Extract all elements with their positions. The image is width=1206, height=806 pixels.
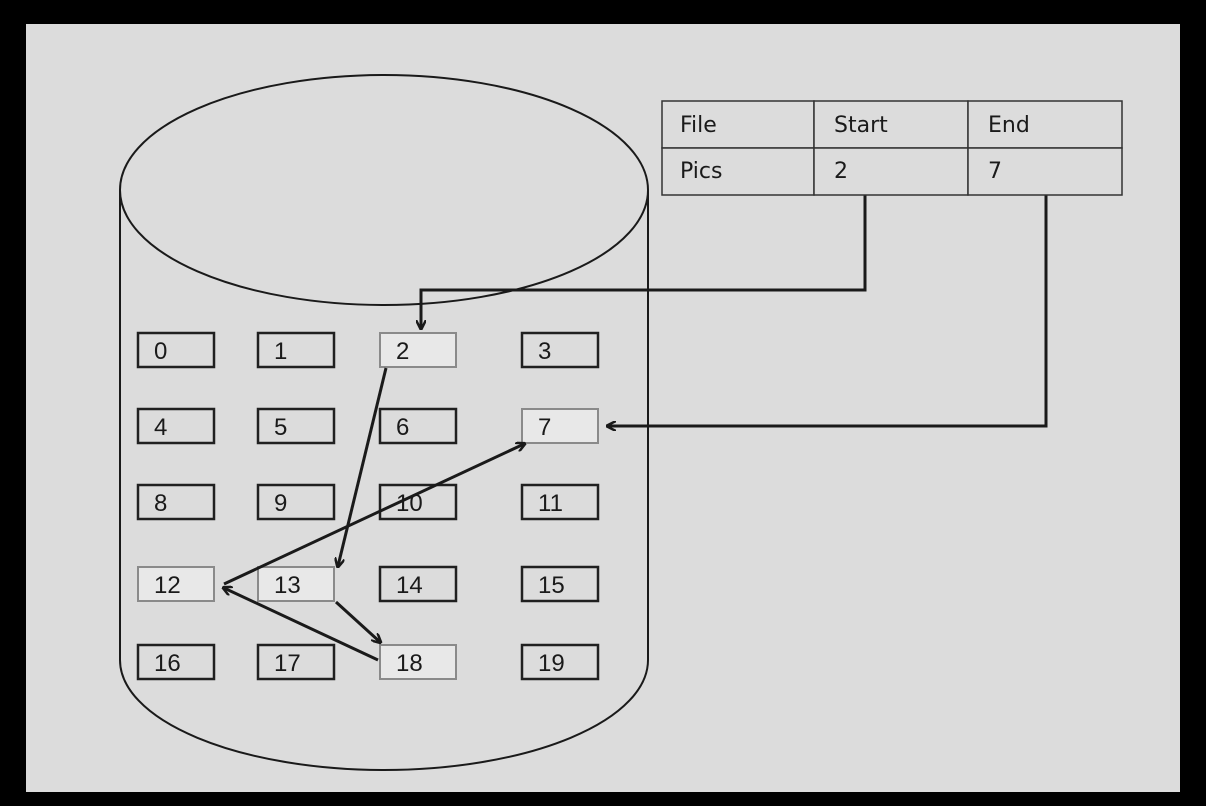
pointer-arrows: [223, 195, 1048, 662]
table-cell-end-value: [967, 147, 1123, 196]
disk-block-label: 0: [154, 338, 167, 365]
disk-block-9: [256, 483, 336, 521]
table-cell-end-header: [967, 100, 1123, 149]
disk-block-label: 16: [154, 650, 181, 677]
table-header-file: File: [680, 113, 717, 138]
link-arrow-13-18: [334, 600, 380, 642]
disk-block-4: [136, 407, 216, 445]
table-value-file: Pics: [680, 159, 722, 184]
end-pointer-arrow: [608, 195, 1048, 426]
disk-block-13: [257, 566, 335, 602]
disk-block-16: [136, 643, 216, 681]
disk-block-17: [256, 643, 336, 681]
disk-block-label: 11: [538, 490, 563, 517]
disk-block-label: 17: [274, 650, 301, 677]
start-pointer-arrow: [421, 195, 867, 328]
disk-block-label: 18: [396, 650, 423, 677]
disk-block-8: [136, 483, 216, 521]
link-arrow-12-7: [223, 444, 524, 586]
disk-cylinder: [119, 74, 649, 771]
disk-block-7: [521, 408, 599, 444]
disk-block-5: [256, 407, 336, 445]
disk-block-label: 5: [274, 414, 287, 441]
disk-block-label: 9: [274, 490, 287, 517]
disk-block-label: 19: [538, 650, 565, 677]
disk-block-label: 1: [274, 338, 287, 365]
table-value-start: 2: [834, 159, 848, 184]
disk-block-19: [520, 643, 600, 681]
disk-block-label: 6: [396, 414, 409, 441]
disk-block-11: [520, 483, 600, 521]
disk-block-10: [378, 483, 458, 521]
disk-block-label: 3: [538, 338, 551, 365]
disk-block-label: 7: [538, 414, 551, 441]
disk-block-label: 8: [154, 490, 167, 517]
table-header-start: Start: [834, 113, 888, 138]
table-header-end: End: [988, 113, 1030, 138]
disk-block-label: 2: [396, 338, 409, 365]
disk-block-2: [379, 332, 457, 368]
disk-block-label: 13: [274, 572, 301, 599]
disk-block-14: [378, 565, 458, 603]
cylinder-body: [119, 190, 649, 771]
file-allocation-table: File Start End Pics 2 7: [661, 100, 1123, 196]
link-arrow-2-13: [338, 367, 388, 566]
cylinder-top: [119, 74, 649, 306]
disk-block-0: [136, 331, 216, 369]
table-cell-file-header: [661, 100, 815, 149]
disk-block-18: [379, 644, 457, 680]
disk-block-label: 15: [538, 572, 565, 599]
disk-block-label: 14: [396, 572, 423, 599]
disk-block-1: [256, 331, 336, 369]
table-cell-start-header: [813, 100, 969, 149]
disk-block-12: [137, 566, 215, 602]
disk-block-label: 4: [154, 414, 167, 441]
disk-block-3: [520, 331, 600, 369]
disk-block-label: 12: [154, 572, 181, 599]
disk-block-6: [378, 407, 458, 445]
table-value-end: 7: [988, 159, 1002, 184]
disk-block-15: [520, 565, 600, 603]
link-arrow-18-12: [224, 588, 379, 662]
